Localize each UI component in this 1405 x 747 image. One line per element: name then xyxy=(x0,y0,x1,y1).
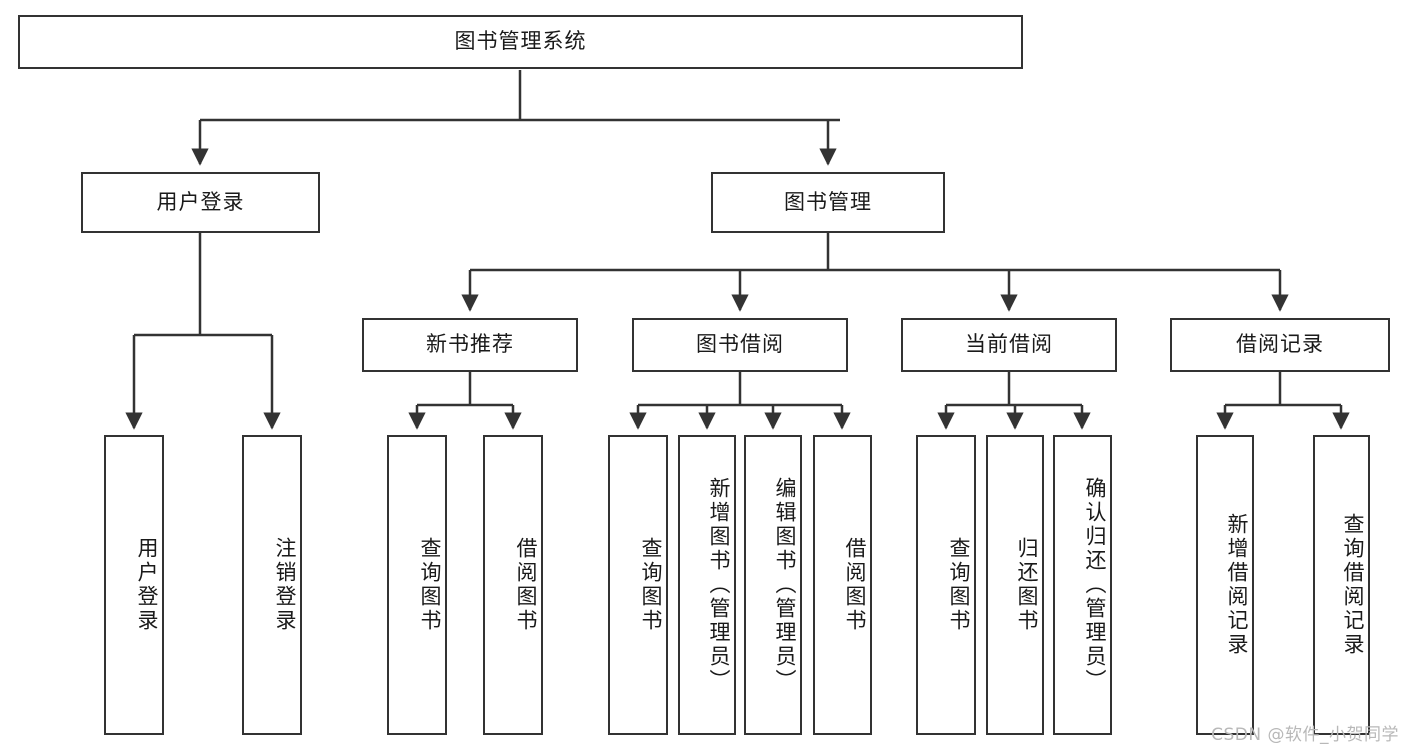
node-leaf-query-book-2-label: 查询图书 xyxy=(639,537,663,633)
node-book-borrow-label: 图书借阅 xyxy=(696,332,784,357)
node-leaf-edit-book-label: 编辑图书（管理员） xyxy=(773,477,797,693)
node-book-manage-label: 图书管理 xyxy=(784,189,872,214)
node-current-borrow[interactable]: 当前借阅 xyxy=(901,318,1117,372)
node-leaf-query-book-1[interactable]: 查询图书 xyxy=(387,435,447,735)
node-leaf-user-logout-label: 注销登录 xyxy=(273,537,297,633)
node-leaf-confirm-return[interactable]: 确认归还（管理员） xyxy=(1053,435,1112,735)
node-new-book-rec[interactable]: 新书推荐 xyxy=(362,318,578,372)
node-leaf-user-login[interactable]: 用户登录 xyxy=(104,435,164,735)
node-leaf-borrow-book-1-label: 借阅图书 xyxy=(514,537,538,633)
node-leaf-user-logout[interactable]: 注销登录 xyxy=(242,435,302,735)
node-leaf-add-record[interactable]: 新增借阅记录 xyxy=(1196,435,1254,735)
node-leaf-add-record-label: 新增借阅记录 xyxy=(1225,513,1249,657)
node-leaf-query-book-3[interactable]: 查询图书 xyxy=(916,435,976,735)
node-leaf-user-login-label: 用户登录 xyxy=(135,537,159,633)
node-leaf-add-book-label: 新增图书（管理员） xyxy=(707,477,731,693)
node-user-login[interactable]: 用户登录 xyxy=(81,172,320,233)
node-leaf-return-book-label: 归还图书 xyxy=(1015,537,1039,633)
node-leaf-borrow-book-2-label: 借阅图书 xyxy=(843,537,867,633)
node-user-login-label: 用户登录 xyxy=(156,189,245,214)
node-leaf-borrow-book-2[interactable]: 借阅图书 xyxy=(813,435,872,735)
node-borrow-record-label: 借阅记录 xyxy=(1236,332,1324,357)
watermark: CSDN @软件_小贺同学 xyxy=(1211,725,1399,745)
node-root[interactable]: 图书管理系统 xyxy=(18,15,1023,69)
node-current-borrow-label: 当前借阅 xyxy=(965,332,1053,357)
node-leaf-edit-book[interactable]: 编辑图书（管理员） xyxy=(744,435,802,735)
node-leaf-return-book[interactable]: 归还图书 xyxy=(986,435,1044,735)
node-new-book-rec-label: 新书推荐 xyxy=(426,332,514,357)
node-leaf-query-book-2[interactable]: 查询图书 xyxy=(608,435,668,735)
node-book-borrow[interactable]: 图书借阅 xyxy=(632,318,848,372)
node-leaf-query-book-1-label: 查询图书 xyxy=(418,537,442,633)
node-root-label: 图书管理系统 xyxy=(454,29,587,54)
node-leaf-query-book-3-label: 查询图书 xyxy=(947,537,971,633)
node-leaf-query-record-label: 查询借阅记录 xyxy=(1341,513,1365,657)
node-leaf-confirm-return-label: 确认归还（管理员） xyxy=(1083,477,1107,693)
node-book-manage[interactable]: 图书管理 xyxy=(711,172,945,233)
node-leaf-add-book[interactable]: 新增图书（管理员） xyxy=(678,435,736,735)
node-leaf-query-record[interactable]: 查询借阅记录 xyxy=(1313,435,1370,735)
node-leaf-borrow-book-1[interactable]: 借阅图书 xyxy=(483,435,543,735)
node-borrow-record[interactable]: 借阅记录 xyxy=(1170,318,1390,372)
